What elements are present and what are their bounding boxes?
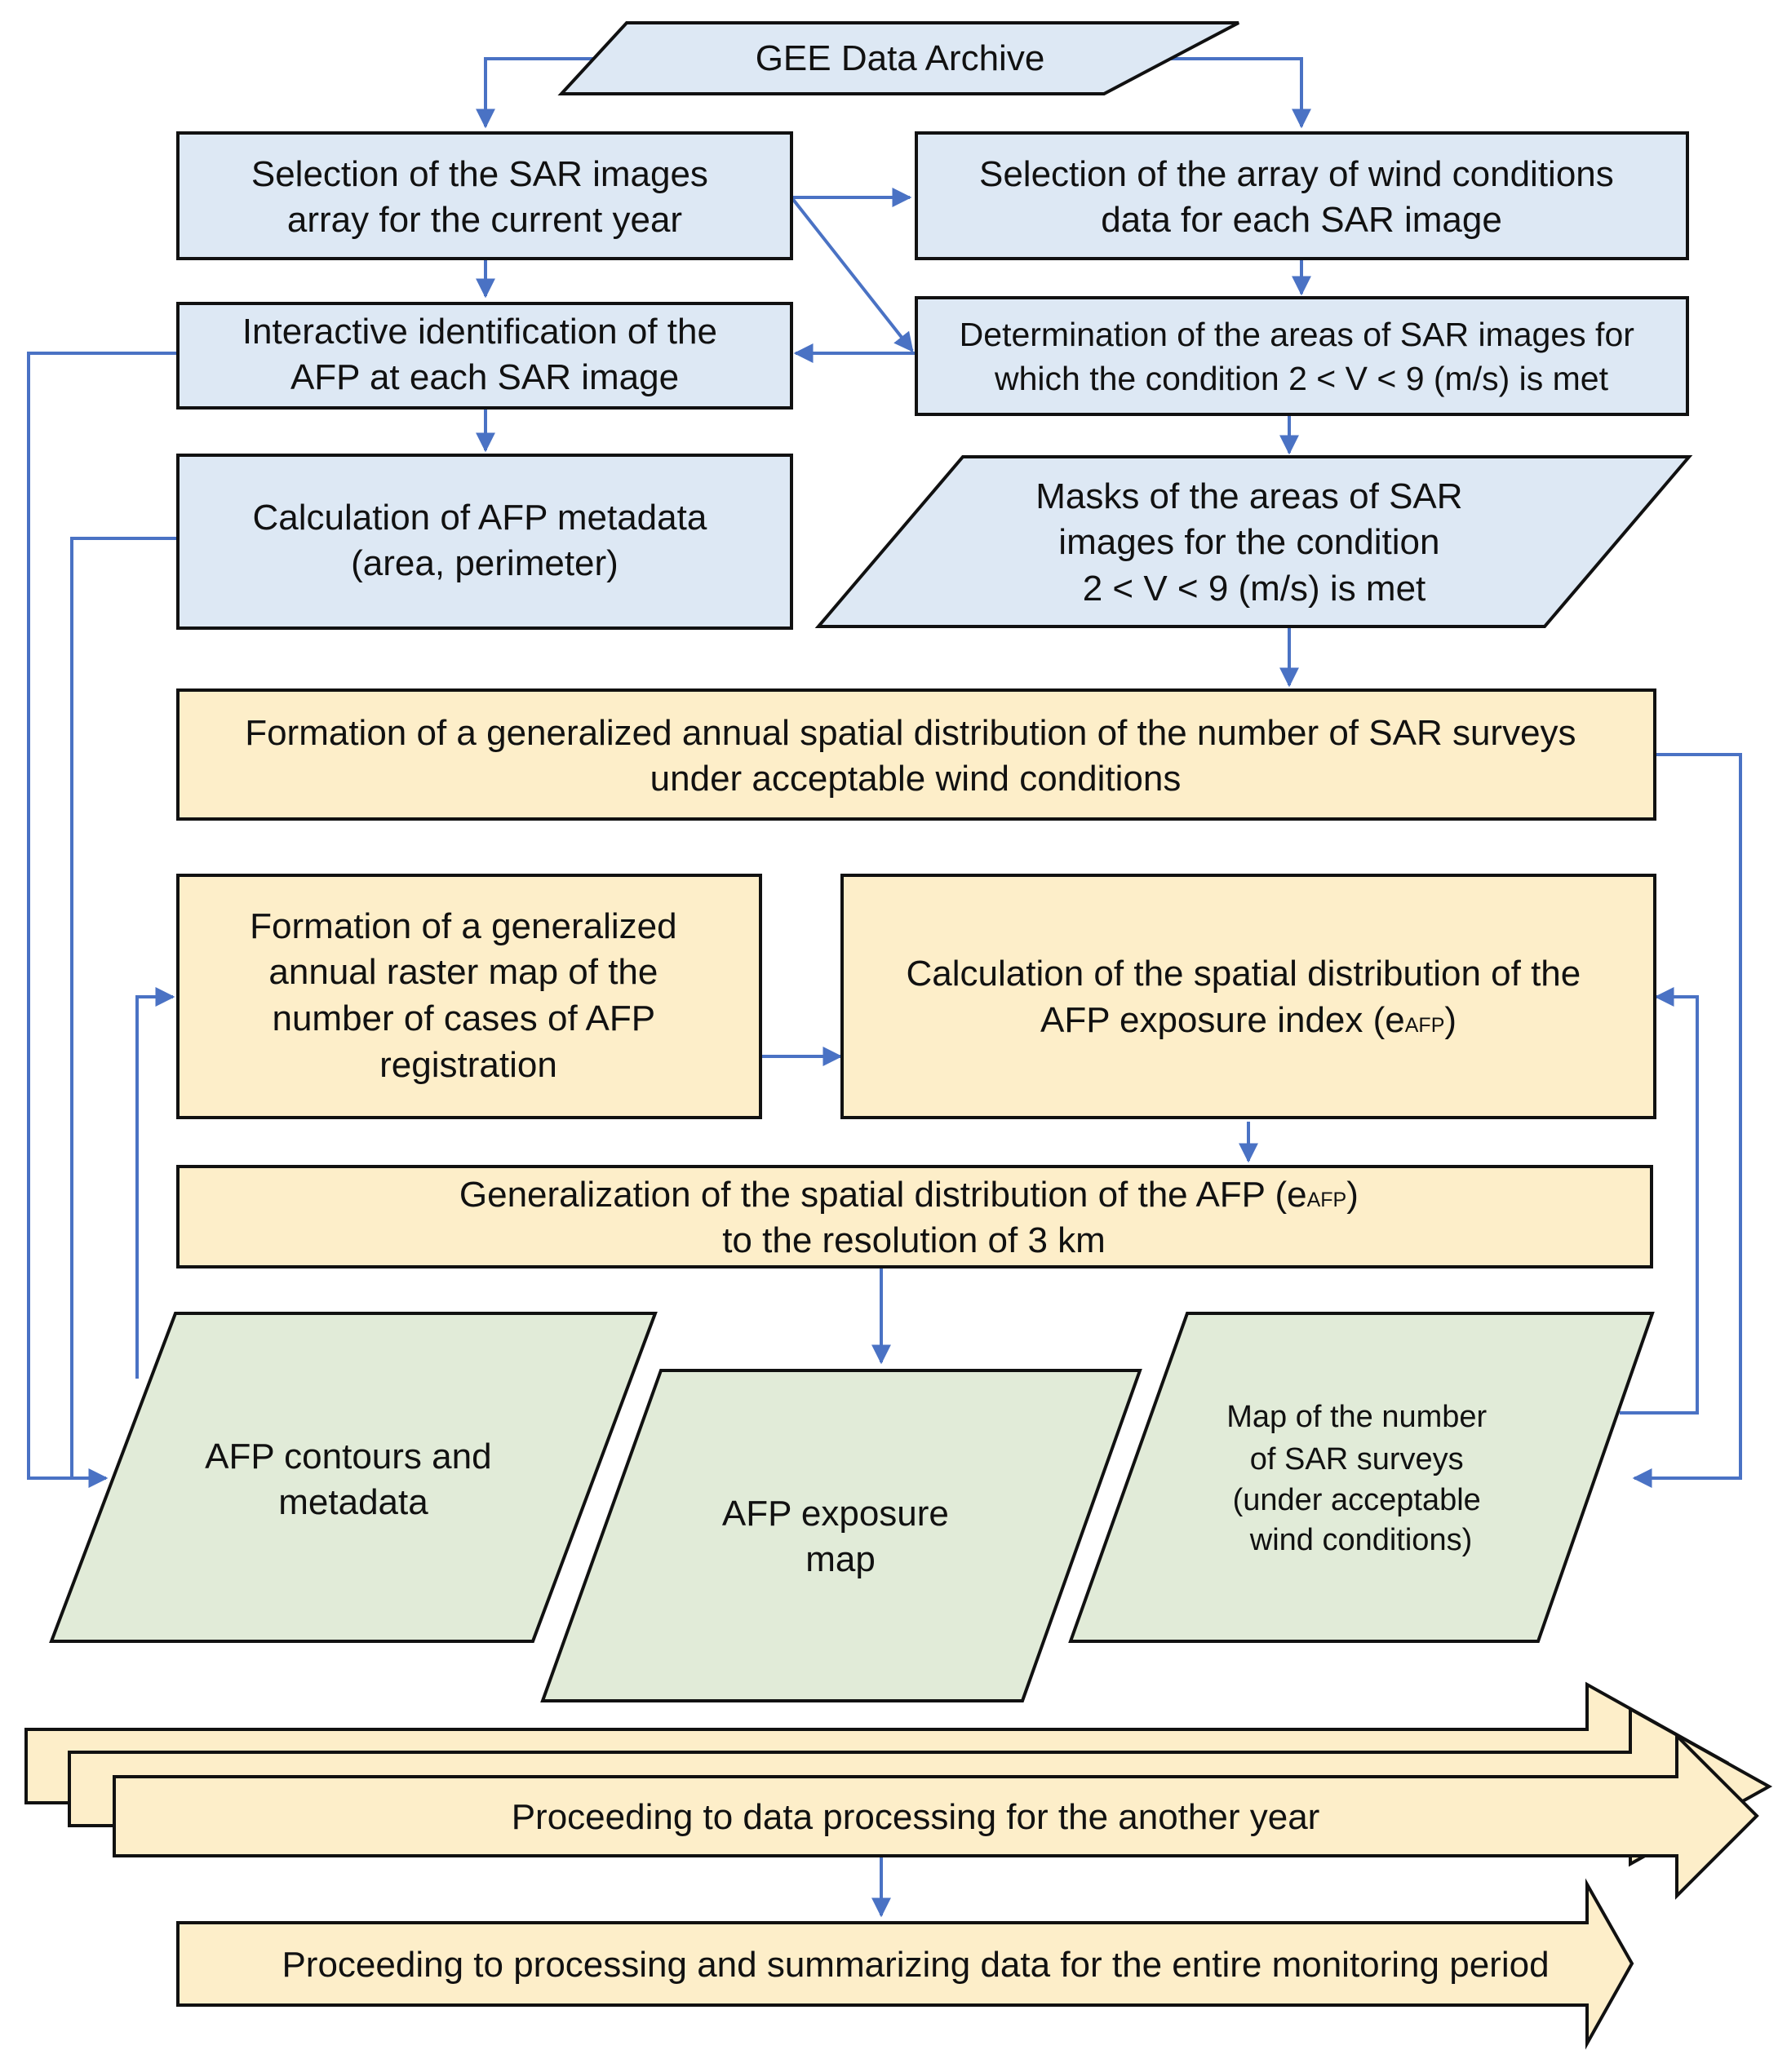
node-select-wind: Selection of the array of wind condition… [915,131,1689,260]
masks-label: Masks of the areas of SAR images for the… [1035,476,1473,609]
calc-exposure-label: Calculation of the spatial distribution … [907,954,1591,1040]
arrow-metadata-to-afp-contours [70,537,178,1478]
arrow-distribution-to-sar-map [1632,753,1742,1488]
node-afp-contours: AFP contours and metadata [49,1312,658,1643]
node-gee-archive: GEE Data Archive [557,21,1239,95]
interactive-label: Interactive identification of the AFP at… [242,312,727,397]
node-form-raster: Formation of a generalized annual raster… [176,874,762,1119]
node-form-distribution: Formation of a generalized annual spatia… [176,688,1656,821]
afp-exposure-map-label: AFP exposure map [722,1494,959,1579]
form-raster-label: Formation of a generalized annual raster… [250,906,687,1085]
node-calc-exposure: Calculation of the spatial distribution … [840,874,1656,1119]
node-determination-areas: Determination of the areas of SAR images… [915,296,1689,416]
gee-archive-label: GEE Data Archive [756,38,1045,78]
next-year-label: Proceeding to data processing for the an… [512,1797,1320,1837]
node-generalization: Generalization of the spatial distributi… [176,1165,1653,1268]
connectors [27,57,1742,1918]
node-afp-exposure-map: AFP exposure map [540,1369,1142,1702]
node-select-sar-images: Selection of the SAR images array for th… [176,131,793,260]
arrow-sar-to-determination [790,196,914,352]
arrow-interactive-to-afp-contours [27,352,178,1488]
form-distribution-label: Formation of a generalized annual spatia… [245,713,1586,799]
select-wind-label: Selection of the array of wind condition… [979,154,1624,240]
afp-metadata-label: Calculation of AFP metadata (area, perim… [252,498,716,583]
node-afp-metadata: Calculation of AFP metadata (area, perim… [176,454,793,630]
summarize-label: Proceeding to processing and summarizing… [282,1945,1549,1985]
node-next-year-arrows: Proceeding to data processing for the an… [24,1681,1773,1900]
node-summarize-arrow: Proceeding to processing and summarizing… [176,1878,1634,2050]
arrow-gee-to-sar-selection [476,57,624,129]
arrow-sar-map-to-exposure [1620,987,1699,1415]
node-interactive-identification: Interactive identification of the AFP at… [176,302,793,410]
sar-survey-map-label: Map of the number of SAR surveys (under … [1226,1400,1496,1557]
node-masks: Masks of the areas of SAR images for the… [814,455,1693,628]
arrow-gee-to-wind-selection [1167,57,1311,129]
afp-contours-label: AFP contours and metadata [205,1437,502,1522]
node-sar-survey-map: Map of the number of SAR surveys (under … [1068,1312,1655,1643]
select-sar-label: Selection of the SAR images array for th… [251,154,718,240]
block-arrow-front [113,1732,1759,1900]
determination-label: Determination of the areas of SAR images… [960,316,1644,397]
arrow-afp-contours-to-raster [135,987,175,1379]
generalization-label: Generalization of the spatial distributi… [459,1175,1368,1260]
